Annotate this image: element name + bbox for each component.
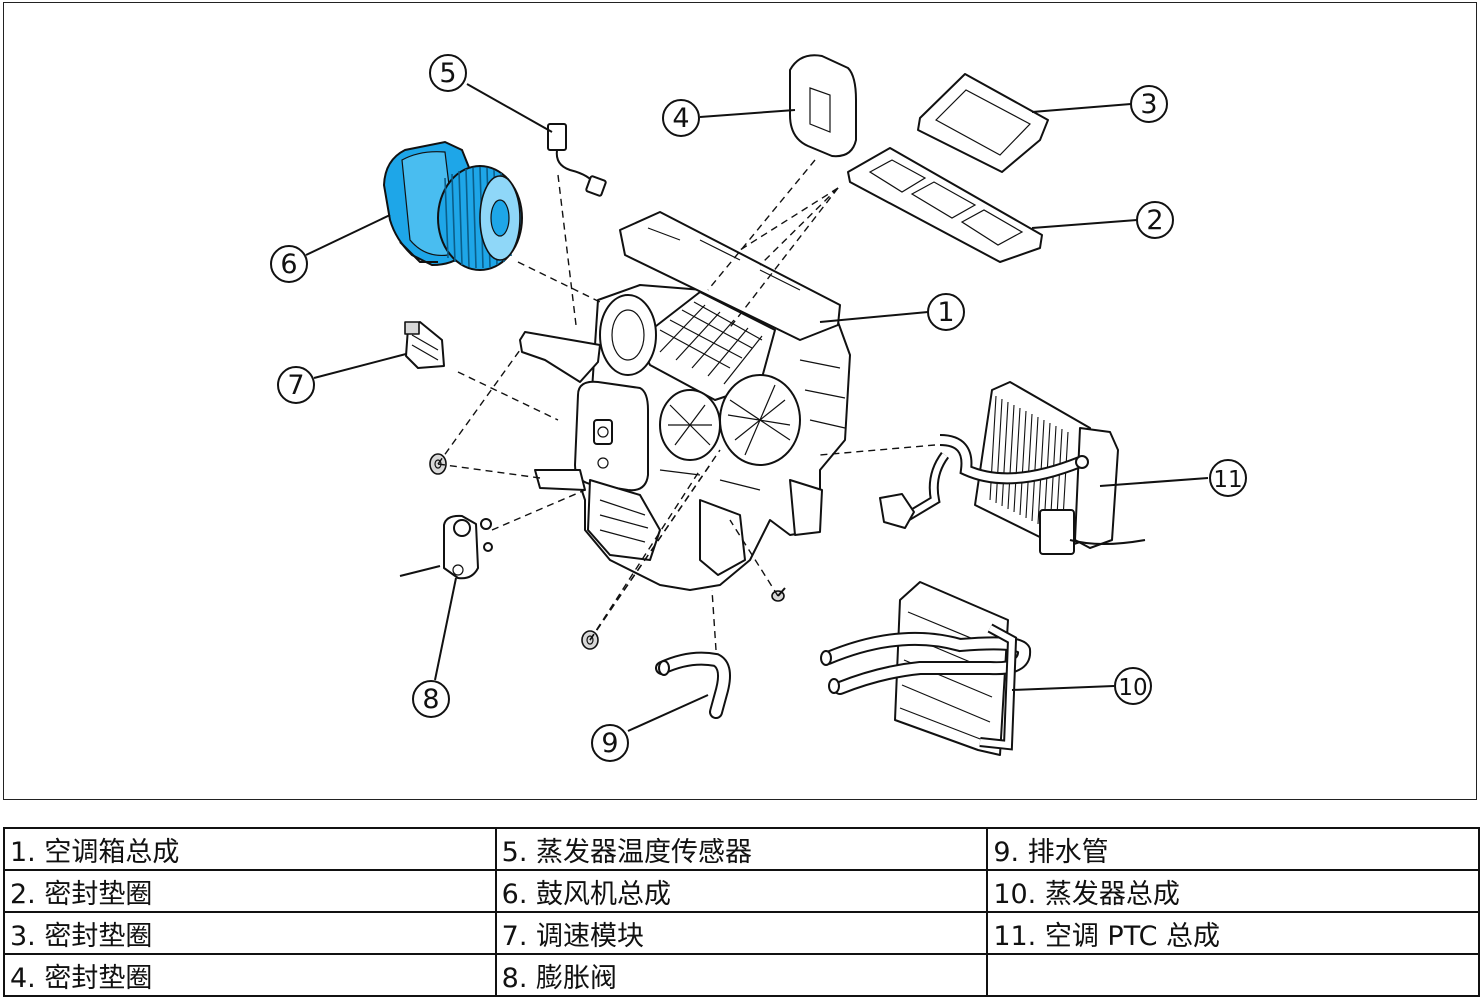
seal-gasket-4-part [789,54,857,158]
svg-text:6: 6 [280,249,297,280]
callout-7: 7 [277,366,315,404]
svg-text:11: 11 [1213,467,1242,493]
screw-right [771,587,786,602]
svg-text:5: 5 [439,58,456,89]
svg-text:2: 2 [1146,205,1163,236]
drain-pipe-part [655,651,731,719]
callout-1: 1 [927,293,965,331]
legend-cell: 3. 密封垫圈 [3,911,497,955]
callout-5: 5 [429,54,467,92]
svg-text:4: 4 [672,103,689,134]
callout-4: 4 [662,99,700,137]
legend-cell: 5. 蒸发器温度传感器 [494,827,989,871]
expansion-valve-part [399,514,493,580]
exploded-diagram: 1 2 3 4 5 6 7 8 9 10 11 [270,54,1247,762]
svg-text:10: 10 [1118,675,1147,701]
legend-cell: 6. 鼓风机总成 [494,869,989,913]
callout-9: 9 [591,724,629,762]
leader-lines [305,83,1209,732]
legend-cell: 9. 排水管 [986,827,1480,871]
table-row: 2. 密封垫圈 6. 鼓风机总成 10. 蒸发器总成 [3,869,1480,913]
callout-8: 8 [412,680,450,718]
blower-assembly-part [382,140,523,271]
callout-11: 11 [1209,459,1247,497]
seal-gasket-3-part [917,73,1049,173]
svg-text:7: 7 [287,370,304,401]
legend-cell: 1. 空调箱总成 [3,827,497,871]
temperature-sensor-part [547,123,607,197]
speed-control-module-part [404,321,445,369]
legend-cell: 11. 空调 PTC 总成 [986,911,1480,955]
legend-cell: 2. 密封垫圈 [3,869,497,913]
seal-gasket-2-part [847,147,1043,263]
legend-cell: 8. 膨胀阀 [494,953,989,997]
ptc-heater-part [879,381,1146,555]
svg-text:1: 1 [937,297,954,328]
svg-text:3: 3 [1140,89,1157,120]
callout-3: 3 [1130,85,1168,123]
svg-text:9: 9 [601,728,618,759]
legend-cell [986,953,1480,997]
table-row: 3. 密封垫圈 7. 调速模块 11. 空调 PTC 总成 [3,911,1480,955]
parts-legend-table: 1. 空调箱总成 5. 蒸发器温度传感器 9. 排水管 2. 密封垫圈 6. 鼓… [3,827,1480,997]
callout-10: 10 [1114,667,1152,705]
hvac-housing-part [519,211,851,591]
legend-cell: 10. 蒸发器总成 [986,869,1480,913]
evaporator-assembly-part [820,581,1032,756]
callout-2: 2 [1136,201,1174,239]
table-row: 4. 密封垫圈 8. 膨胀阀 [3,953,1480,997]
svg-text:8: 8 [422,684,439,715]
legend-cell: 4. 密封垫圈 [3,953,497,997]
callout-6: 6 [270,245,308,283]
legend-cell: 7. 调速模块 [494,911,989,955]
assembly-dashed-lines [437,159,936,651]
table-row: 1. 空调箱总成 5. 蒸发器温度传感器 9. 排水管 [3,827,1480,871]
